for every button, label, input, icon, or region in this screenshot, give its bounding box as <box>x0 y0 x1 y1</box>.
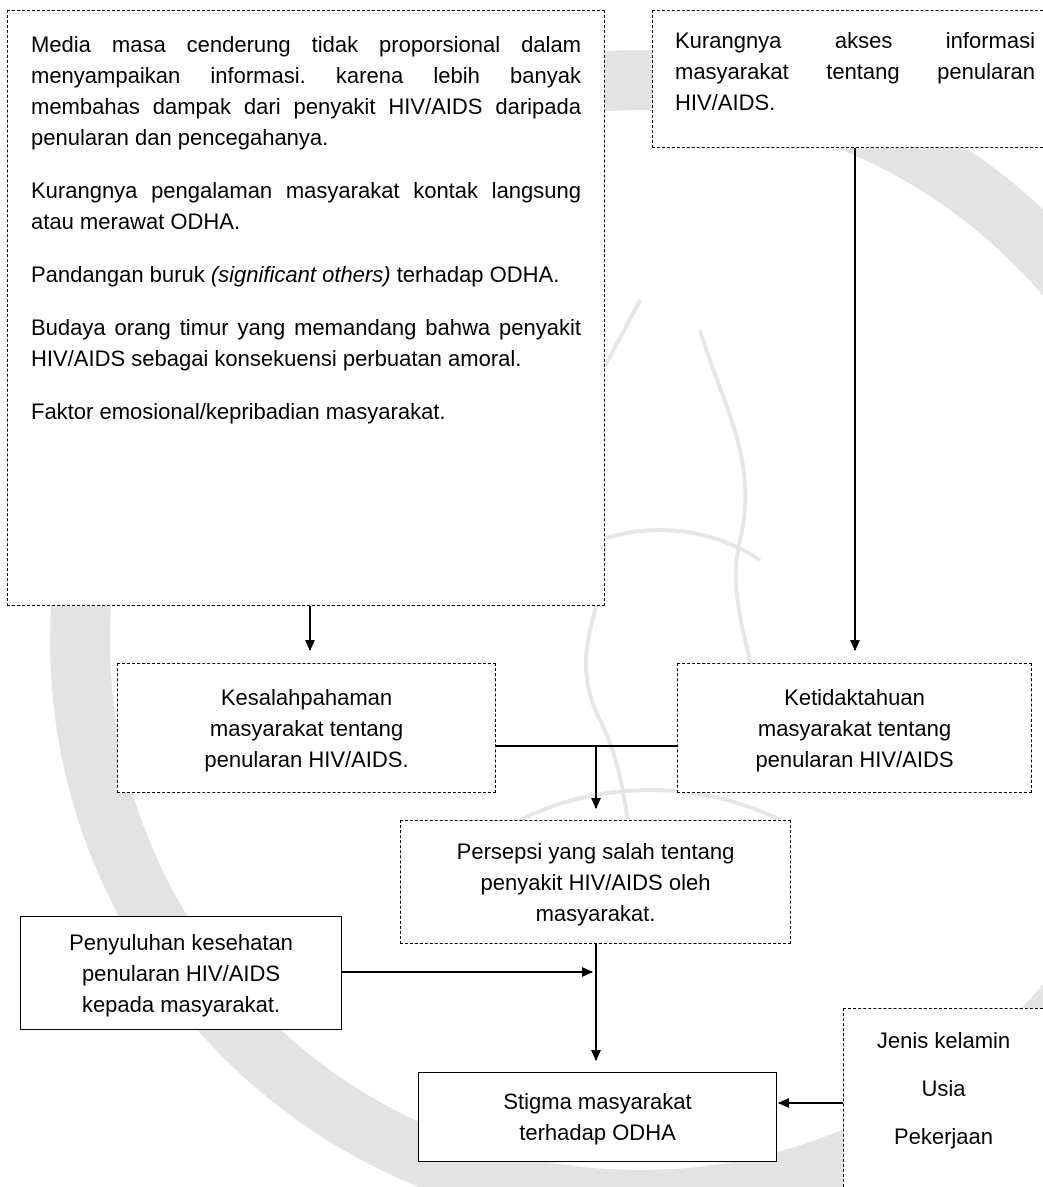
perception-line-1: Persepsi yang salah tentang <box>456 838 735 864</box>
misunderstanding-line-1: Kesalahpahaman <box>220 684 393 710</box>
perception-line-2: penyakit HIV/AIDS oleh <box>480 869 711 895</box>
demographics-gender: Jenis kelamin <box>876 1028 1011 1053</box>
stigma-line-1: Stigma masyarakat <box>503 1089 692 1114</box>
ignorance-box: Ketidaktahuan masyarakat tentang penular… <box>677 663 1032 793</box>
demographics-occupation: Pekerjaan <box>893 1124 994 1149</box>
access-box: Kurangnya akses informasi masyarakat ten… <box>652 10 1043 148</box>
perception-box: Persepsi yang salah tentang penyakit HIV… <box>400 820 791 944</box>
factor-item-emotional: Faktor emosional/kepribadian masyarakat. <box>31 399 446 424</box>
counseling-line-1: Penyuluhan kesehatan <box>69 929 293 955</box>
factor-item-experience: Kurangnya pengalaman masyarakat kontak l… <box>31 178 581 234</box>
factor-item-media: Media masa cenderung tidak proporsional … <box>31 32 581 150</box>
factors-box: Media masa cenderung tidak proporsional … <box>7 10 605 606</box>
factor-item-significant-others: Pandangan buruk (significant others) ter… <box>31 262 560 287</box>
access-box-text: Kurangnya akses informasi masyarakat ten… <box>675 28 1035 115</box>
ignorance-line-1: Ketidaktahuan <box>784 684 925 710</box>
stigma-line-2: terhadap ODHA <box>519 1120 676 1145</box>
perception-line-3: masyarakat. <box>535 900 656 926</box>
counseling-box: Penyuluhan kesehatan penularan HIV/AIDS … <box>20 916 342 1030</box>
ignorance-line-3: penularan HIV/AIDS <box>755 746 954 772</box>
factor-item-culture: Budaya orang timur yang memandang bahwa … <box>31 315 581 371</box>
demographics-box: Jenis kelamin Usia Pekerjaan <box>843 1008 1043 1187</box>
misunderstanding-line-2: masyarakat tentang <box>209 715 404 741</box>
counseling-line-2: penularan HIV/AIDS <box>81 960 281 986</box>
misunderstanding-box: Kesalahpahaman masyarakat tentang penula… <box>117 663 496 793</box>
demographics-age: Usia <box>921 1076 966 1101</box>
misunderstanding-line-3: penularan HIV/AIDS. <box>204 746 409 772</box>
counseling-line-3: kepada masyarakat. <box>81 991 281 1017</box>
ignorance-line-2: masyarakat tentang <box>757 715 952 741</box>
stigma-box: Stigma masyarakat terhadap ODHA <box>418 1072 777 1162</box>
